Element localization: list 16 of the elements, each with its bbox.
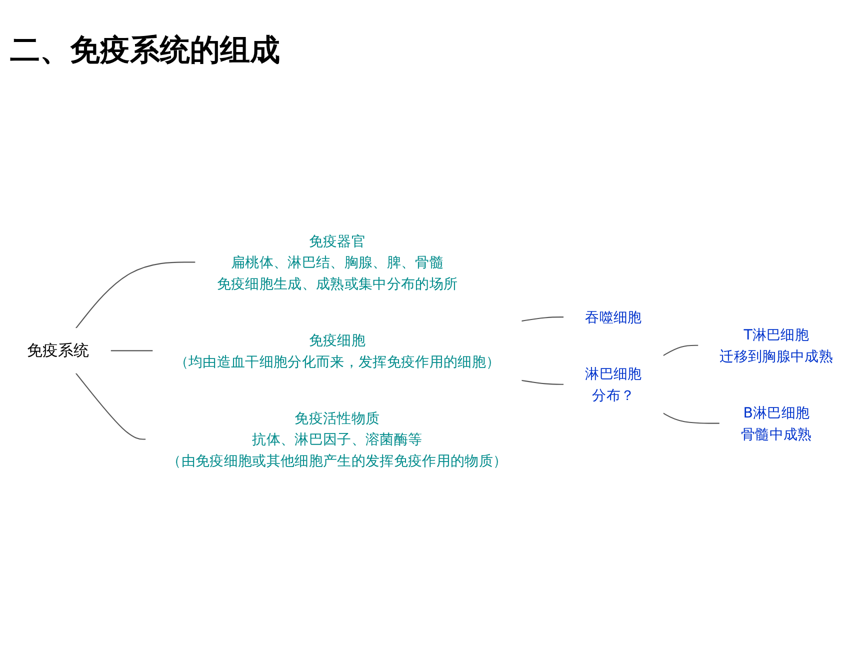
connector <box>662 345 698 356</box>
connector <box>521 316 564 322</box>
node-text: B淋巴细胞 骨髓中成熟 <box>740 404 812 443</box>
connector <box>662 412 720 424</box>
node-text: 免疫细胞 （均由造血干细胞分化而来，发挥免疫作用的细胞） <box>174 332 500 370</box>
node-text: 淋巴细胞 分布？ <box>585 366 642 404</box>
diagram-title: 二、免疫系统的组成 <box>10 32 281 70</box>
node-text: 免疫系统 <box>26 342 90 360</box>
connector <box>75 372 146 440</box>
connector <box>110 350 154 352</box>
node-text: 免疫活性物质 抗体、淋巴因子、溶菌酶等 （由免疫细胞或其他细胞产生的发挥免疫作用的物质） <box>167 410 508 470</box>
node-text: T淋巴细胞 迁移到胸腺中成熟 <box>720 326 834 365</box>
connector <box>75 262 196 330</box>
connector <box>521 380 564 386</box>
node-text: 免疫器官 扁桃体、淋巴结、胸腺、脾、骨髓 免疫细胞生成、成熟或集中分布的场所 <box>216 232 458 292</box>
node-text: 吞噬细胞 <box>585 308 642 326</box>
